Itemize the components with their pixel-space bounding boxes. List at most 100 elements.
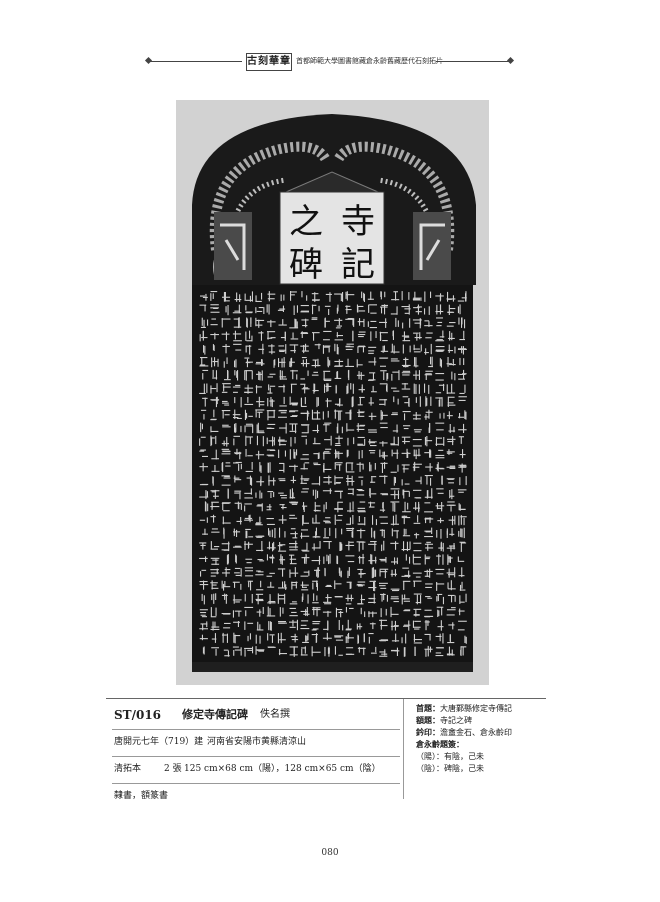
inscription-stroke: [273, 477, 275, 486]
inscription-stroke: [437, 609, 439, 617]
inscription-stroke: [233, 318, 239, 320]
inscription-stroke: [424, 530, 432, 532]
inscription-stroke: [255, 649, 265, 651]
inscription-stroke: [435, 350, 444, 352]
inscription-stroke: [289, 327, 299, 329]
inscription-stroke: [303, 505, 305, 512]
inscription-stroke: [216, 568, 218, 575]
inscription-stroke: [284, 581, 286, 588]
inscription-stroke: [442, 542, 444, 552]
inscription-stroke: [401, 388, 411, 390]
inscription-stroke: [267, 298, 275, 300]
inscription-stroke: [345, 294, 355, 296]
inscription-stroke: [232, 581, 240, 583]
inscription-stroke: [435, 379, 444, 381]
inscription-stroke: [391, 620, 393, 631]
inscription-stroke: [290, 361, 295, 363]
inscription-stroke: [327, 620, 329, 631]
inscription-stroke: [289, 572, 299, 574]
inscription-stroke: [358, 409, 360, 417]
inscription-stroke: [401, 637, 403, 644]
inscription-stroke: [240, 503, 242, 510]
inscription-stroke: [328, 475, 330, 485]
inscription-stroke: [221, 613, 231, 615]
inscription-stroke: [396, 306, 398, 315]
inscription-stroke: [245, 362, 251, 364]
inscription-stroke: [279, 649, 281, 656]
inscription-stroke: [269, 530, 271, 537]
inscription-stroke: [357, 603, 364, 605]
inscription-stroke: [382, 340, 388, 342]
inscription-stroke: [334, 514, 336, 525]
inscription-stroke: [311, 418, 321, 420]
inscription-stroke: [327, 383, 329, 392]
inscription-stroke: [382, 451, 384, 458]
inscription-stroke: [451, 383, 453, 394]
inscription-stroke: [396, 530, 398, 539]
inscription-stroke: [210, 569, 219, 571]
inscription-stroke: [225, 594, 227, 604]
inscription-stroke: [349, 410, 351, 420]
inscription-stroke: [390, 573, 397, 575]
inscription-stroke: [244, 387, 254, 389]
inscription-stroke: [199, 581, 208, 583]
inscription-stroke: [446, 452, 453, 454]
inscription-stroke: [289, 396, 291, 405]
inscription-stroke: [430, 477, 432, 486]
inscription-stroke: [202, 296, 208, 298]
inscription-stroke: [437, 321, 443, 323]
inscription-stroke: [334, 409, 336, 419]
inscription-stroke: [279, 427, 287, 429]
inscription-stroke: [210, 582, 218, 584]
inscription-stroke: [270, 319, 272, 328]
inscription-stroke: [327, 594, 329, 603]
inscription-stroke: [289, 423, 298, 425]
inscription-stroke: [266, 437, 268, 445]
inscription-stroke: [323, 628, 329, 630]
inscription-stroke: [380, 410, 382, 421]
inscription-stroke: [345, 637, 354, 639]
inscription-stroke: [278, 386, 286, 388]
inscription-stroke: [425, 556, 431, 558]
inscription-stroke: [357, 444, 366, 446]
inscription-stroke: [324, 439, 331, 441]
inscription-stroke: [292, 332, 294, 339]
inscription-stroke: [323, 541, 332, 543]
note-seal: 鈐印：澹盦金石、倉永齡印: [416, 727, 546, 739]
inscription-stroke: [379, 569, 381, 577]
inscription-stroke: [446, 451, 455, 453]
inscription-stroke: [289, 517, 298, 519]
inscription-stroke: [266, 575, 273, 577]
inscription-stroke: [317, 424, 319, 433]
inscription-stroke: [234, 475, 236, 483]
inscription-stroke: [459, 504, 461, 511]
inscription-stroke: [334, 490, 343, 492]
inscription-stroke: [363, 292, 365, 301]
inscription-stroke: [248, 581, 250, 588]
inscription-stroke: [402, 370, 411, 372]
inscription-stroke: [225, 331, 227, 341]
inscription-stroke: [324, 647, 326, 657]
inscription-stroke: [381, 411, 383, 420]
inscription-stroke: [351, 397, 353, 408]
inscription-stroke: [311, 651, 321, 653]
inscription-stroke: [334, 462, 343, 464]
inscription-stroke: [428, 384, 430, 394]
inscription-stroke: [345, 607, 347, 613]
inscription-stroke: [224, 292, 226, 302]
inscription-stroke: [462, 449, 464, 459]
inscription-stroke: [247, 455, 253, 457]
inscription-stroke: [202, 369, 209, 371]
inscription-stroke: [301, 357, 307, 359]
inscription-stroke: [256, 385, 258, 394]
inscription-stroke: [459, 477, 461, 486]
inscription-stroke: [401, 436, 411, 438]
inscription-stroke: [391, 387, 397, 389]
inscription-stroke: [244, 425, 246, 433]
inscription-stroke: [404, 437, 406, 445]
inscription-stroke: [278, 439, 285, 441]
inscription-stroke: [221, 448, 230, 450]
inscription-stroke: [244, 593, 246, 602]
inscription-stroke: [223, 384, 225, 392]
inscription-stroke: [460, 646, 462, 656]
